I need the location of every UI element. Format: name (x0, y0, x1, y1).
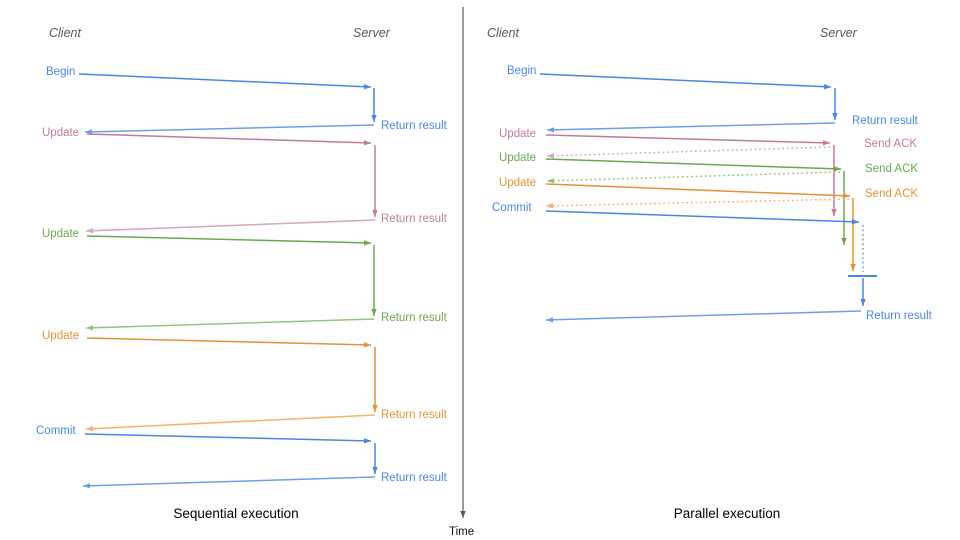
msg-return-result-4: Return result (381, 409, 448, 421)
msg-send-ack-3: Send ACK (865, 188, 918, 200)
msg-update-3: Update (42, 330, 79, 342)
header-server: Server (353, 26, 391, 40)
msg-update-2: Update (499, 152, 536, 164)
header-server: Server (820, 26, 858, 40)
update1-processing-arrow (831, 145, 837, 216)
arrowhead (860, 299, 866, 306)
update1-request-arrow (86, 133, 372, 146)
msg-return-result-5: Return result (381, 472, 448, 484)
arrowhead (546, 203, 554, 209)
arrowhead (547, 127, 555, 133)
time-axis-label: Time (449, 526, 474, 538)
caption-parallel: Parallel execution (674, 506, 781, 521)
update1-processing-arrow (372, 145, 378, 217)
begin-request-arrow (78, 73, 372, 90)
arrowhead (841, 238, 847, 245)
arrowhead (833, 166, 841, 172)
update2-request-arrow (545, 158, 842, 172)
commit-return-arrow (545, 310, 862, 323)
update1-ack-arrow (546, 146, 831, 159)
arrowhead (850, 264, 856, 271)
msg-return-result-1: Return result (852, 115, 919, 127)
arrowhead (363, 140, 371, 146)
arrowhead (832, 113, 838, 120)
msg-return-result-3: Return result (381, 312, 448, 324)
arrowhead (851, 219, 859, 225)
msg-update-1: Update (499, 128, 536, 140)
arrowhead (546, 317, 554, 323)
update1-request-arrow (545, 134, 831, 146)
msg-return-result-1: Return result (381, 120, 448, 132)
update3-processing-arrow (850, 198, 856, 271)
arrowhead (363, 240, 371, 246)
arrowhead (83, 483, 91, 489)
arrowhead (85, 129, 93, 135)
msg-return-result-2: Return result (381, 213, 448, 225)
msg-begin: Begin (507, 65, 536, 77)
update2-request-arrow (86, 235, 372, 246)
header-client: Client (487, 26, 519, 40)
arrowhead (363, 83, 371, 90)
begin-request-arrow (539, 73, 832, 90)
commit-return-arrow (82, 476, 376, 489)
commit-processing-arrow (372, 443, 378, 474)
begin-processing-arrow (832, 88, 838, 120)
update3-ack-arrow (545, 198, 850, 209)
msg-begin: Begin (46, 66, 75, 78)
update3-processing-arrow (372, 347, 378, 412)
arrowhead (372, 210, 378, 217)
arrowhead (822, 140, 830, 146)
update3-return-arrow (85, 414, 376, 432)
update1-return-arrow (85, 219, 376, 234)
msg-commit: Commit (36, 425, 76, 437)
msg-send-ack-2: Send ACK (865, 163, 918, 175)
arrowhead (86, 325, 94, 331)
update3-request-arrow (545, 183, 851, 199)
arrowhead (460, 511, 466, 518)
msg-commit: Commit (492, 202, 532, 214)
update2-ack-arrow (546, 171, 841, 184)
time-axis: Time (449, 7, 474, 538)
arrowhead (823, 83, 831, 90)
caption-sequential: Sequential execution (173, 506, 298, 521)
arrowhead (371, 309, 377, 316)
commit-processing-arrow (860, 278, 866, 306)
arrowhead (363, 438, 371, 444)
arrowhead (372, 405, 378, 412)
msg-send-ack-1: Send ACK (864, 138, 917, 150)
arrowhead (547, 178, 555, 184)
update2-processing-arrow (371, 245, 377, 316)
update2-return-arrow (85, 318, 375, 331)
msg-update-2: Update (42, 228, 79, 240)
begin-return-arrow (84, 124, 375, 135)
header-client: Client (49, 26, 81, 40)
arrowhead (842, 193, 850, 199)
arrowhead (371, 115, 377, 122)
update2-processing-arrow (841, 171, 847, 245)
arrowhead (86, 425, 94, 432)
arrowhead (86, 228, 94, 234)
begin-processing-arrow (371, 88, 377, 122)
msg-return-result-2: Return result (866, 310, 933, 322)
arrowhead (831, 209, 837, 216)
arrowhead (372, 467, 378, 474)
msg-update-1: Update (42, 127, 79, 139)
begin-return-arrow (546, 122, 836, 133)
msg-update-3: Update (499, 177, 536, 189)
arrowhead (547, 153, 555, 159)
commit-request-arrow (84, 433, 372, 444)
arrowhead (363, 342, 371, 348)
time-axis-line (460, 7, 466, 518)
commit-request-arrow (545, 210, 860, 225)
update3-request-arrow (86, 337, 372, 348)
